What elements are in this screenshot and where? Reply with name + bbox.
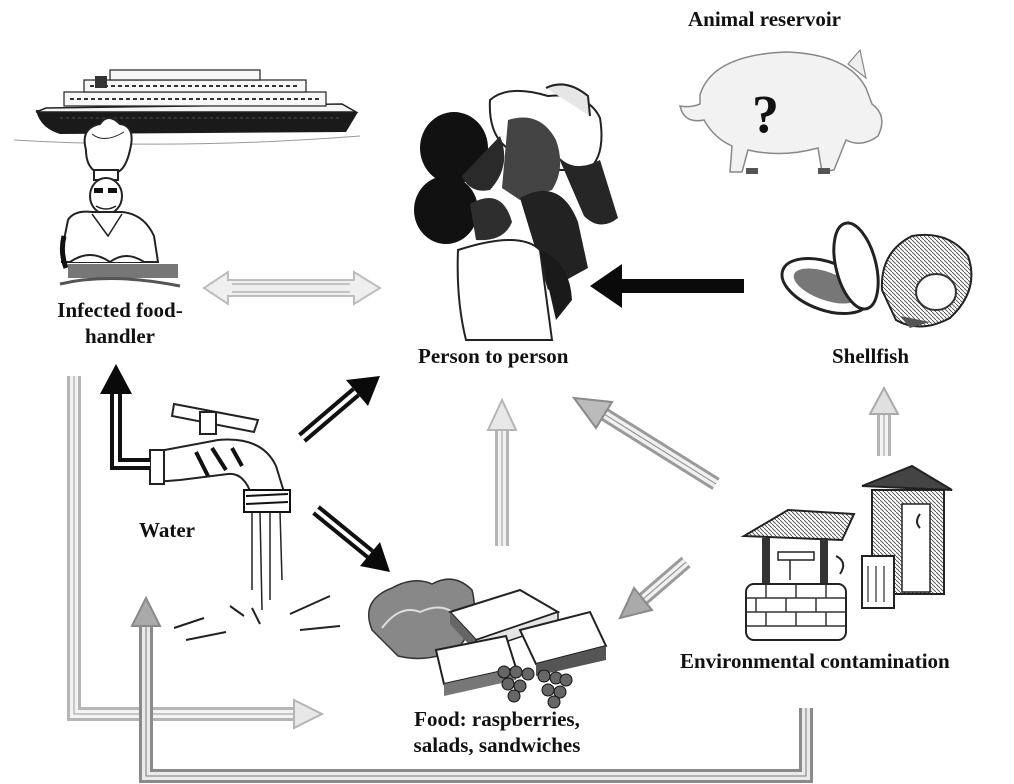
parents-child-icon bbox=[414, 83, 618, 341]
food-icon bbox=[368, 578, 608, 709]
infected-food-handler-label: Infected food- handler bbox=[40, 297, 200, 349]
pig-question-mark: ? bbox=[752, 84, 779, 144]
arrow-env-shellfish bbox=[868, 385, 900, 456]
arrow-water-foodhandler bbox=[100, 364, 150, 470]
shellfish-icon bbox=[780, 221, 973, 328]
arrow-env-food bbox=[618, 556, 691, 620]
environmental-contamination-label: Environmental contamination bbox=[680, 649, 950, 673]
arrow-water-person bbox=[298, 376, 380, 443]
faucet-icon bbox=[149, 402, 341, 641]
food-line-2: salads, sandwiches bbox=[413, 733, 581, 757]
chef-icon bbox=[59, 117, 181, 288]
pig-icon: ? bbox=[679, 48, 883, 174]
shellfish-label: Shellfish bbox=[832, 344, 910, 368]
person-to-person-label: Person to person bbox=[418, 344, 569, 368]
cruise-ship-icon bbox=[13, 69, 361, 145]
food-handler-line-1: Infected food- bbox=[57, 298, 183, 322]
food-label: Food: raspberries, salads, sandwiches bbox=[362, 706, 632, 758]
animal-reservoir-label: Animal reservoir bbox=[688, 7, 841, 31]
arrow-env-water bbox=[130, 595, 813, 783]
outhouse-icon bbox=[861, 464, 953, 609]
well-icon bbox=[740, 508, 856, 641]
arrow-food-person bbox=[486, 397, 518, 546]
food-handler-line-2: handler bbox=[84, 324, 155, 348]
arrow-foodhandler-person bbox=[202, 270, 382, 306]
arrow-foodhandler-food bbox=[67, 376, 325, 730]
food-line-1: Food: raspberries, bbox=[414, 707, 580, 731]
water-label: Water bbox=[139, 518, 195, 542]
arrow-water-food bbox=[312, 505, 390, 572]
arrow-env-person bbox=[571, 396, 720, 490]
arrow-shellfish-person bbox=[590, 264, 744, 308]
